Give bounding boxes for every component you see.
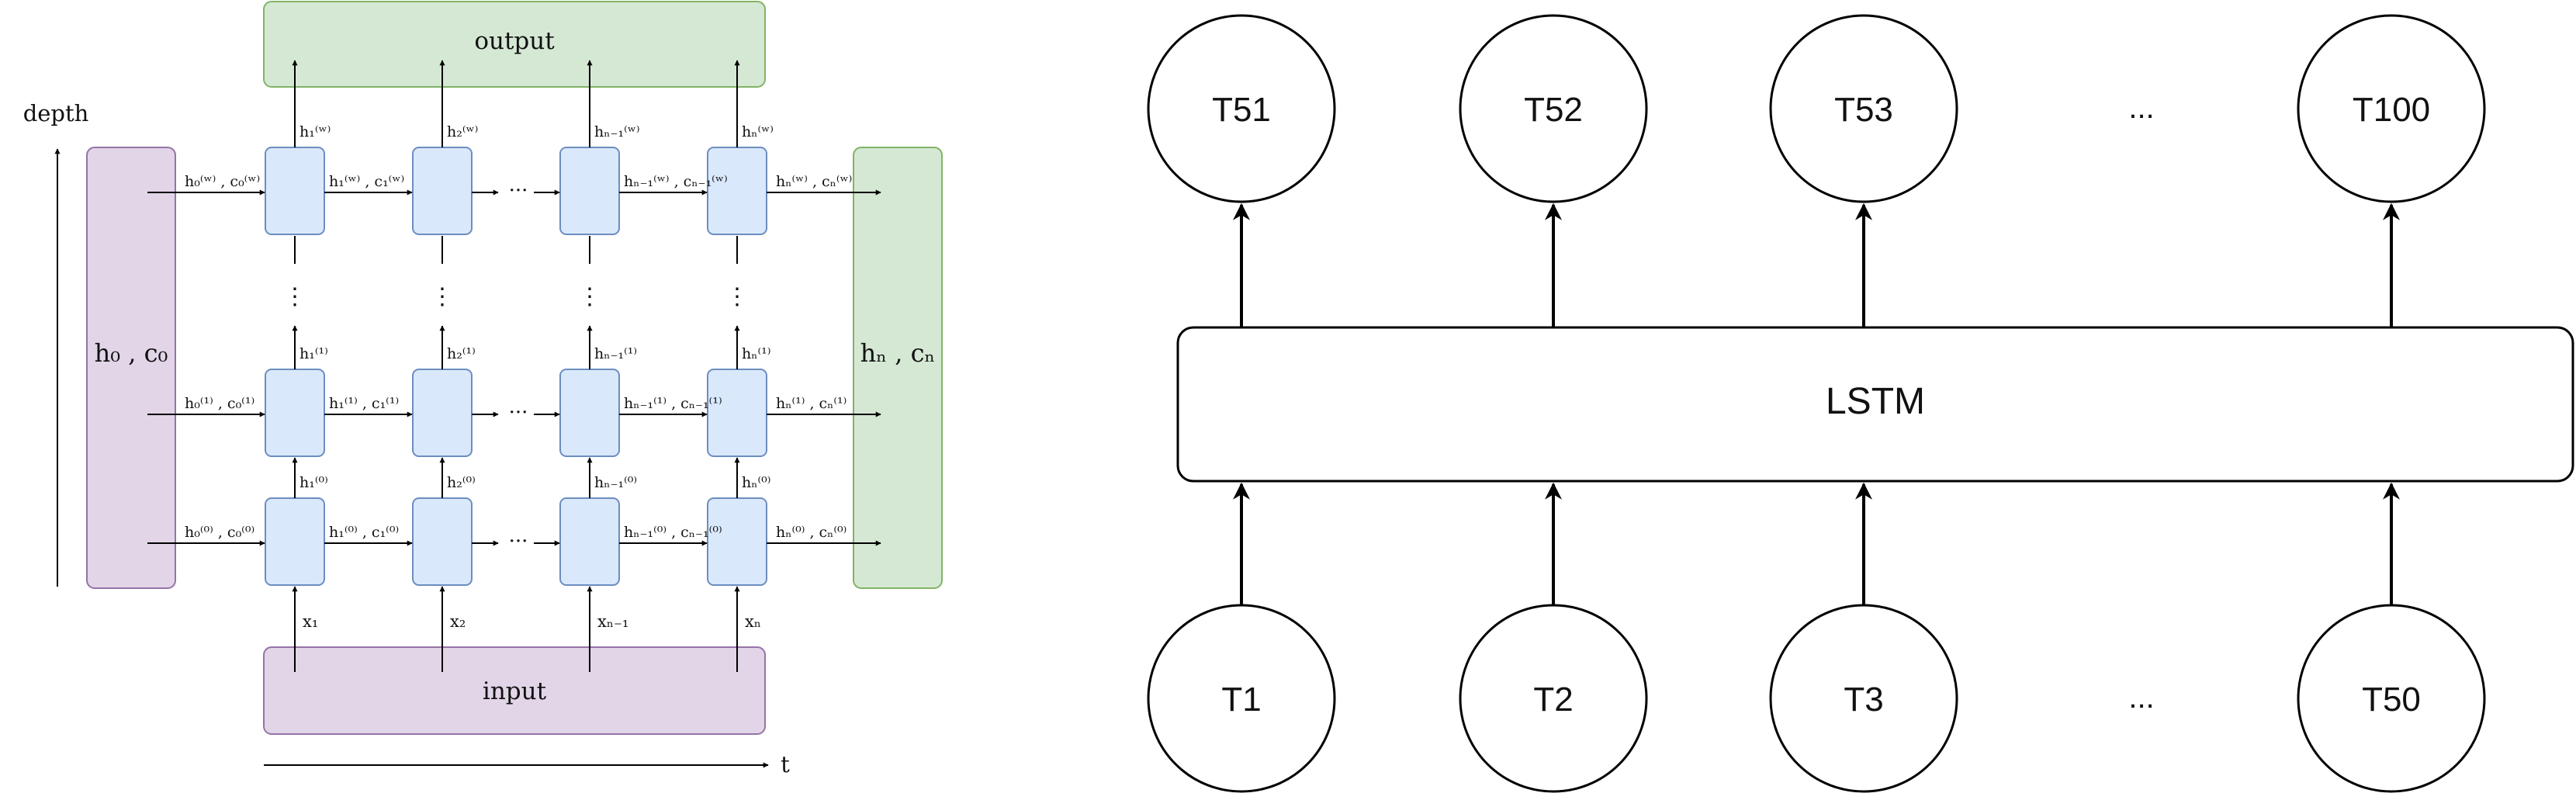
- lstm-cell-layer2-step1: [265, 147, 325, 235]
- lstm-cell-layer2-step4: [707, 147, 767, 235]
- hidden-up-label: h₂⁽¹⁾: [447, 345, 476, 362]
- lstm-cell-layer2-step2: [412, 147, 473, 235]
- input-label: input: [483, 677, 547, 705]
- horizontal-ellipsis: ···: [509, 401, 528, 424]
- lstm-cell-layer2-step3: [559, 147, 620, 235]
- state-label: h₀⁽¹⁾ , c₀⁽¹⁾: [185, 395, 254, 412]
- vertical-ellipsis: ⋮: [283, 283, 306, 310]
- state-label: h₁⁽ʷ⁾ , c₁⁽ʷ⁾: [329, 173, 404, 190]
- hidden-up-label: hₙ⁽⁰⁾: [742, 474, 770, 491]
- input-token-node-label: T3: [1844, 681, 1883, 719]
- state-label: hₙ⁽⁰⁾ , cₙ⁽⁰⁾: [776, 524, 847, 541]
- output-token-node: [2297, 14, 2486, 203]
- output-token-node-label: T53: [1834, 91, 1893, 129]
- state-label: h₀⁽ʷ⁾ , c₀⁽ʷ⁾: [185, 173, 260, 190]
- vertical-ellipsis: ⋮: [725, 283, 749, 310]
- hidden-up-label: hₙ₋₁⁽⁰⁾: [594, 474, 637, 491]
- output-token-node-label: T52: [1524, 91, 1583, 129]
- state-label: hₙ⁽ʷ⁾ , cₙ⁽ʷ⁾: [776, 173, 852, 190]
- hidden-up-label: hₙ⁽ʷ⁾: [742, 123, 774, 140]
- lstm-cell-layer1-step4: [707, 369, 767, 457]
- lstm-cell-layer0-step3: [559, 497, 620, 586]
- hidden-up-label: hₙ₋₁⁽ʷ⁾: [594, 123, 640, 140]
- output-block: [263, 1, 766, 88]
- lstm-cell-layer0-step1: [265, 497, 325, 586]
- input-token-node-label: T50: [2362, 681, 2421, 719]
- lstm-block: [1176, 326, 2574, 483]
- output-token-node-label: T51: [1212, 91, 1271, 129]
- horizontal-ellipsis: ···: [509, 530, 528, 553]
- input-token-label: x₂: [450, 612, 466, 631]
- lstm-cell-layer1-step2: [412, 369, 473, 457]
- hidden-up-label: h₂⁽⁰⁾: [447, 474, 476, 491]
- state-label: hₙ₋₁⁽¹⁾ , cₙ₋₁⁽¹⁾: [624, 395, 722, 412]
- lstm-cell-layer1-step3: [559, 369, 620, 457]
- hidden-up-label: hₙ⁽¹⁾: [742, 345, 770, 362]
- hidden-up-label: hₙ₋₁⁽¹⁾: [594, 345, 637, 362]
- lstm-label: LSTM: [1826, 381, 1925, 422]
- input-token-label: x₁: [303, 612, 318, 631]
- input-token-node-label: T2: [1533, 681, 1573, 719]
- lstm-cell-layer0-step2: [412, 497, 473, 586]
- hidden-up-label: h₂⁽ʷ⁾: [447, 123, 478, 140]
- final-state-label: hₙ , cₙ: [860, 338, 936, 368]
- output-token-node: [1769, 14, 1958, 203]
- hidden-up-label: h₁⁽⁰⁾: [299, 474, 328, 491]
- state-label: h₁⁽¹⁾ , c₁⁽¹⁾: [329, 395, 399, 412]
- output-token-node-ellipsis: ...: [2128, 91, 2154, 125]
- output-label: output: [474, 27, 555, 55]
- input-block: [263, 646, 766, 735]
- state-label: h₁⁽⁰⁾ , c₁⁽⁰⁾: [329, 524, 399, 541]
- final-state-block: [853, 147, 943, 589]
- lstm-cell-layer0-step4: [707, 497, 767, 586]
- hidden-up-label: h₁⁽¹⁾: [299, 345, 328, 362]
- input-token-label: xₙ₋₁: [597, 612, 628, 631]
- output-token-node: [1147, 14, 1336, 203]
- time-label: t: [781, 751, 790, 778]
- state-label: hₙ⁽¹⁾ , cₙ⁽¹⁾: [776, 395, 847, 412]
- horizontal-ellipsis: ···: [509, 179, 528, 203]
- input-token-node-label: T1: [1221, 681, 1261, 719]
- state-label: h₀⁽⁰⁾ , c₀⁽⁰⁾: [185, 524, 254, 541]
- state-label: hₙ₋₁⁽⁰⁾ , cₙ₋₁⁽⁰⁾: [624, 524, 722, 541]
- lstm-cell-layer1-step1: [265, 369, 325, 457]
- output-token-node-label: T100: [2353, 91, 2430, 129]
- state-label: hₙ₋₁⁽ʷ⁾ , cₙ₋₁⁽ʷ⁾: [624, 173, 728, 190]
- depth-label: depth: [23, 100, 89, 126]
- vertical-ellipsis: ⋮: [578, 283, 601, 310]
- stacked-lstm-diagram: output input h₀ , c₀ hₙ , cₙ depth t ···…: [23, 1, 943, 778]
- output-token-node: [1459, 14, 1648, 203]
- initial-state-block: [86, 147, 176, 589]
- input-token-node-ellipsis: ...: [2128, 681, 2154, 715]
- vertical-ellipsis: ⋮: [431, 283, 454, 310]
- input-token-label: xₙ: [745, 612, 761, 631]
- hidden-up-label: h₁⁽ʷ⁾: [299, 123, 331, 140]
- initial-state-label: h₀ , c₀: [95, 338, 168, 368]
